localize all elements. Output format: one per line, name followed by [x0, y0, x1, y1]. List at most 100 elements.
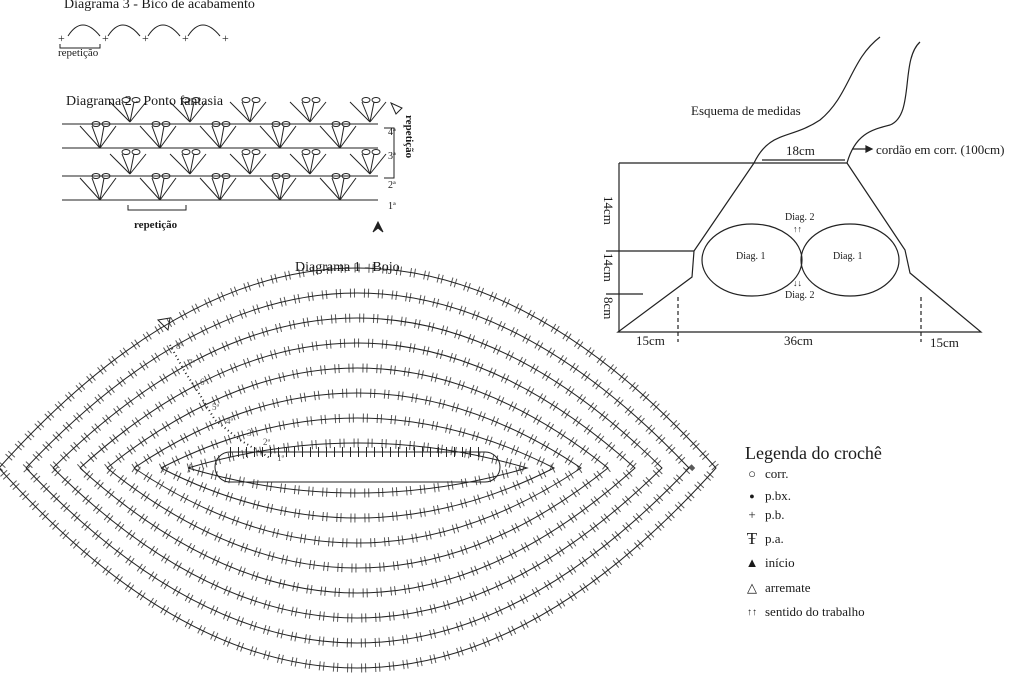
stitch-mark [159, 125, 165, 149]
stitch-mark [139, 125, 161, 149]
chain-oval [121, 149, 131, 155]
slip-stitch-path [169, 344, 271, 459]
stitch-mark [349, 101, 371, 123]
stitch-mark [121, 153, 131, 175]
stitch-mark [79, 177, 101, 201]
bottom-center-label: 36cm [784, 333, 813, 348]
stitch-mark [129, 101, 135, 123]
stitch-mark [219, 177, 225, 201]
stitch-mark [241, 153, 251, 175]
repeat-bracket [127, 205, 187, 211]
stitch-mark [91, 125, 101, 149]
stitch-mark [339, 125, 345, 149]
row-8-line [25, 292, 690, 644]
diagram3-repeat-label: repetição [58, 47, 99, 59]
stitch-mark [129, 101, 147, 123]
stitch-mark [219, 125, 225, 149]
finish-arrow-icon: △ [747, 580, 757, 595]
stitch-mark [339, 177, 357, 201]
bottom-right-label: 15cm [930, 335, 959, 350]
diagram2-chart [62, 97, 403, 233]
chain-oval [361, 97, 371, 103]
stitch-mark [139, 177, 161, 201]
repeat-bracket [59, 44, 101, 49]
diagram2-repeat-label: repetição [134, 219, 178, 231]
legend-item-sentido: ↑↑ sentido do trabalho [745, 604, 865, 620]
stitch-mark [361, 153, 371, 175]
center-chain [214, 451, 501, 483]
legend-label: corr. [765, 466, 789, 481]
start-arrow-icon [372, 220, 384, 233]
work-direction-arrows-icon: ↑↑ [747, 606, 757, 618]
stitch-mark [301, 101, 311, 123]
stitch-mark [331, 177, 341, 201]
stitch-mark [309, 101, 327, 123]
cup-right-label: Diag. 1 [833, 251, 863, 262]
legend-label: início [765, 555, 795, 570]
top-width-label: 18cm [786, 143, 815, 158]
stitch-mark [169, 153, 191, 175]
diagram1-chart [0, 263, 723, 673]
stitch-mark [309, 153, 315, 175]
row-3-stitches [158, 413, 564, 523]
legend-label: p.b. [765, 507, 785, 522]
chain-oval [371, 149, 381, 155]
diagram1-row-5: 5ª [212, 402, 219, 412]
stitch-mark [109, 101, 131, 123]
stitch-mark [189, 101, 195, 123]
stitch-mark [99, 125, 117, 149]
chain-oval [301, 97, 311, 103]
chain-oval [121, 97, 131, 103]
row-2-stitches [186, 438, 543, 498]
row-4-line [133, 392, 582, 544]
diagram1-row-6: 6ª [200, 377, 207, 387]
plus-mark: + [182, 31, 189, 45]
chain-oval [191, 97, 201, 103]
diagram2-row-4: 4ª [388, 127, 396, 138]
stitch-mark [129, 153, 135, 175]
diagram3-title: Diagrama 3 - Bico de acabamento [64, 0, 255, 12]
stitch-mark [249, 101, 255, 123]
diag2-bottom-label: Diag. 2 [785, 290, 815, 301]
bottom-left-label: 15cm [636, 333, 665, 348]
stitch-mark [279, 177, 285, 201]
chain-oval [241, 97, 251, 103]
cord-left [753, 36, 881, 164]
stitch-mark [159, 125, 177, 149]
single-crochet-plus-icon: + [748, 507, 756, 522]
row-7-line [52, 317, 663, 619]
stitch-mark [189, 153, 195, 175]
chain-oval [311, 149, 321, 155]
stitch-mark [271, 177, 281, 201]
stitch-mark [109, 153, 131, 175]
diagram2-title: Diagrama 2 - Ponto fantasia [66, 94, 224, 109]
stitch-mark [159, 177, 165, 201]
stitch-mark [369, 153, 387, 175]
stitch-mark [211, 125, 221, 149]
legend-label: p.a. [765, 531, 784, 546]
chain-oval [301, 149, 311, 155]
stitch-mark [99, 125, 105, 149]
cup-left-label: Diag. 1 [736, 251, 766, 262]
stitch-mark [249, 153, 267, 175]
stitch-mark [211, 177, 221, 201]
diag2-top-label: Diag. 2 [785, 212, 815, 223]
diagram1-row-4: 4ª [226, 416, 233, 426]
stitch-mark [349, 153, 371, 175]
legend-label: arremate [765, 580, 811, 595]
stitch-mark [181, 101, 191, 123]
stitch-mark [229, 153, 251, 175]
stitch-mark [369, 153, 375, 175]
measurement-schema [606, 36, 983, 342]
finish-arrow-icon [156, 317, 171, 332]
cup-left-shape [701, 223, 803, 297]
legend-label: sentido do trabalho [765, 604, 865, 619]
stitch-mark [129, 153, 147, 175]
chain-oval [371, 97, 381, 103]
row-5-line [106, 367, 609, 569]
stitch-mark [361, 101, 371, 123]
legend-item-corr: ○corr. [745, 466, 788, 482]
diagram2-side-repeat-label: repetição [403, 115, 415, 159]
stitch-mark [301, 153, 311, 175]
